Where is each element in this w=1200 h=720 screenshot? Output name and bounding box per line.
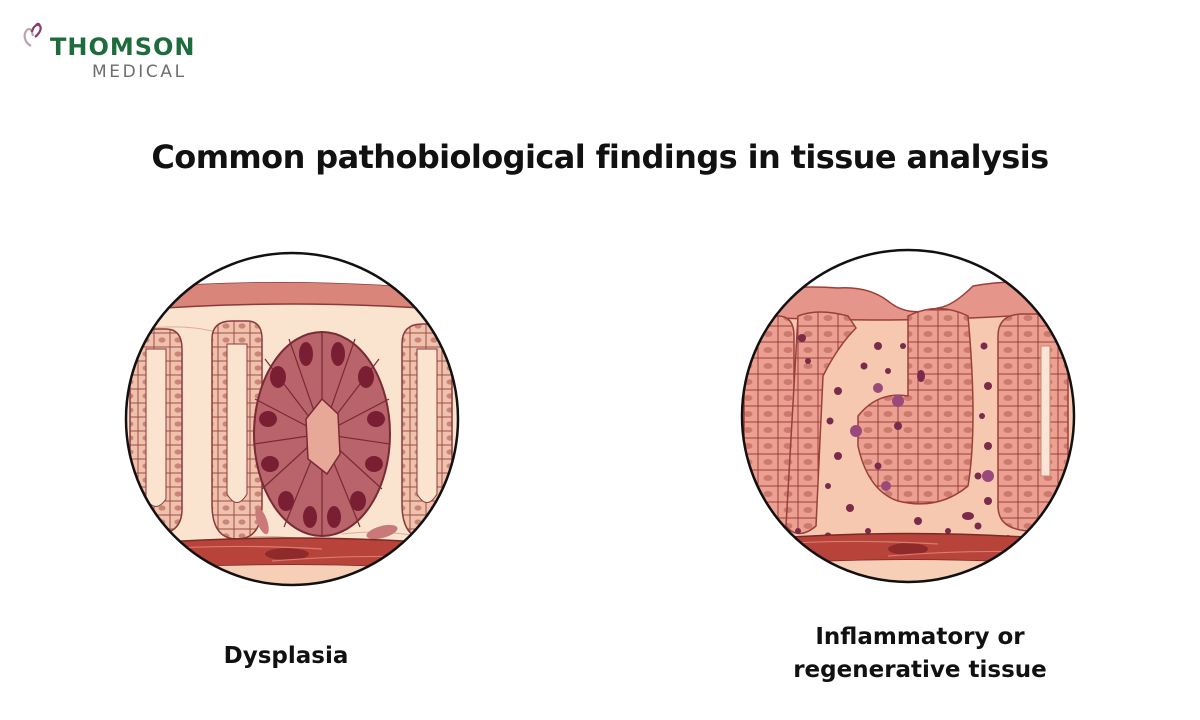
dysplasia-tissue-icon — [124, 251, 460, 587]
caption-inflammatory-line1: Inflammatory or — [815, 624, 1025, 650]
caption-dysplasia: Dysplasia — [223, 643, 349, 669]
brand-logo: THOMSON MEDICAL — [20, 22, 220, 82]
page-title: Common pathobiological findings in tissu… — [151, 138, 1049, 176]
caption-inflammatory: Inflammatory or regenerative tissue — [770, 621, 1070, 687]
inflammatory-illustration — [738, 246, 1078, 586]
dysplasia-illustration — [122, 249, 462, 589]
brand-subname: MEDICAL — [92, 62, 187, 82]
inflammatory-tissue-icon — [740, 248, 1076, 584]
butterfly-heart-icon — [23, 22, 42, 47]
caption-inflammatory-line2: regenerative tissue — [793, 657, 1047, 683]
brand-name: THOMSON — [50, 33, 196, 61]
